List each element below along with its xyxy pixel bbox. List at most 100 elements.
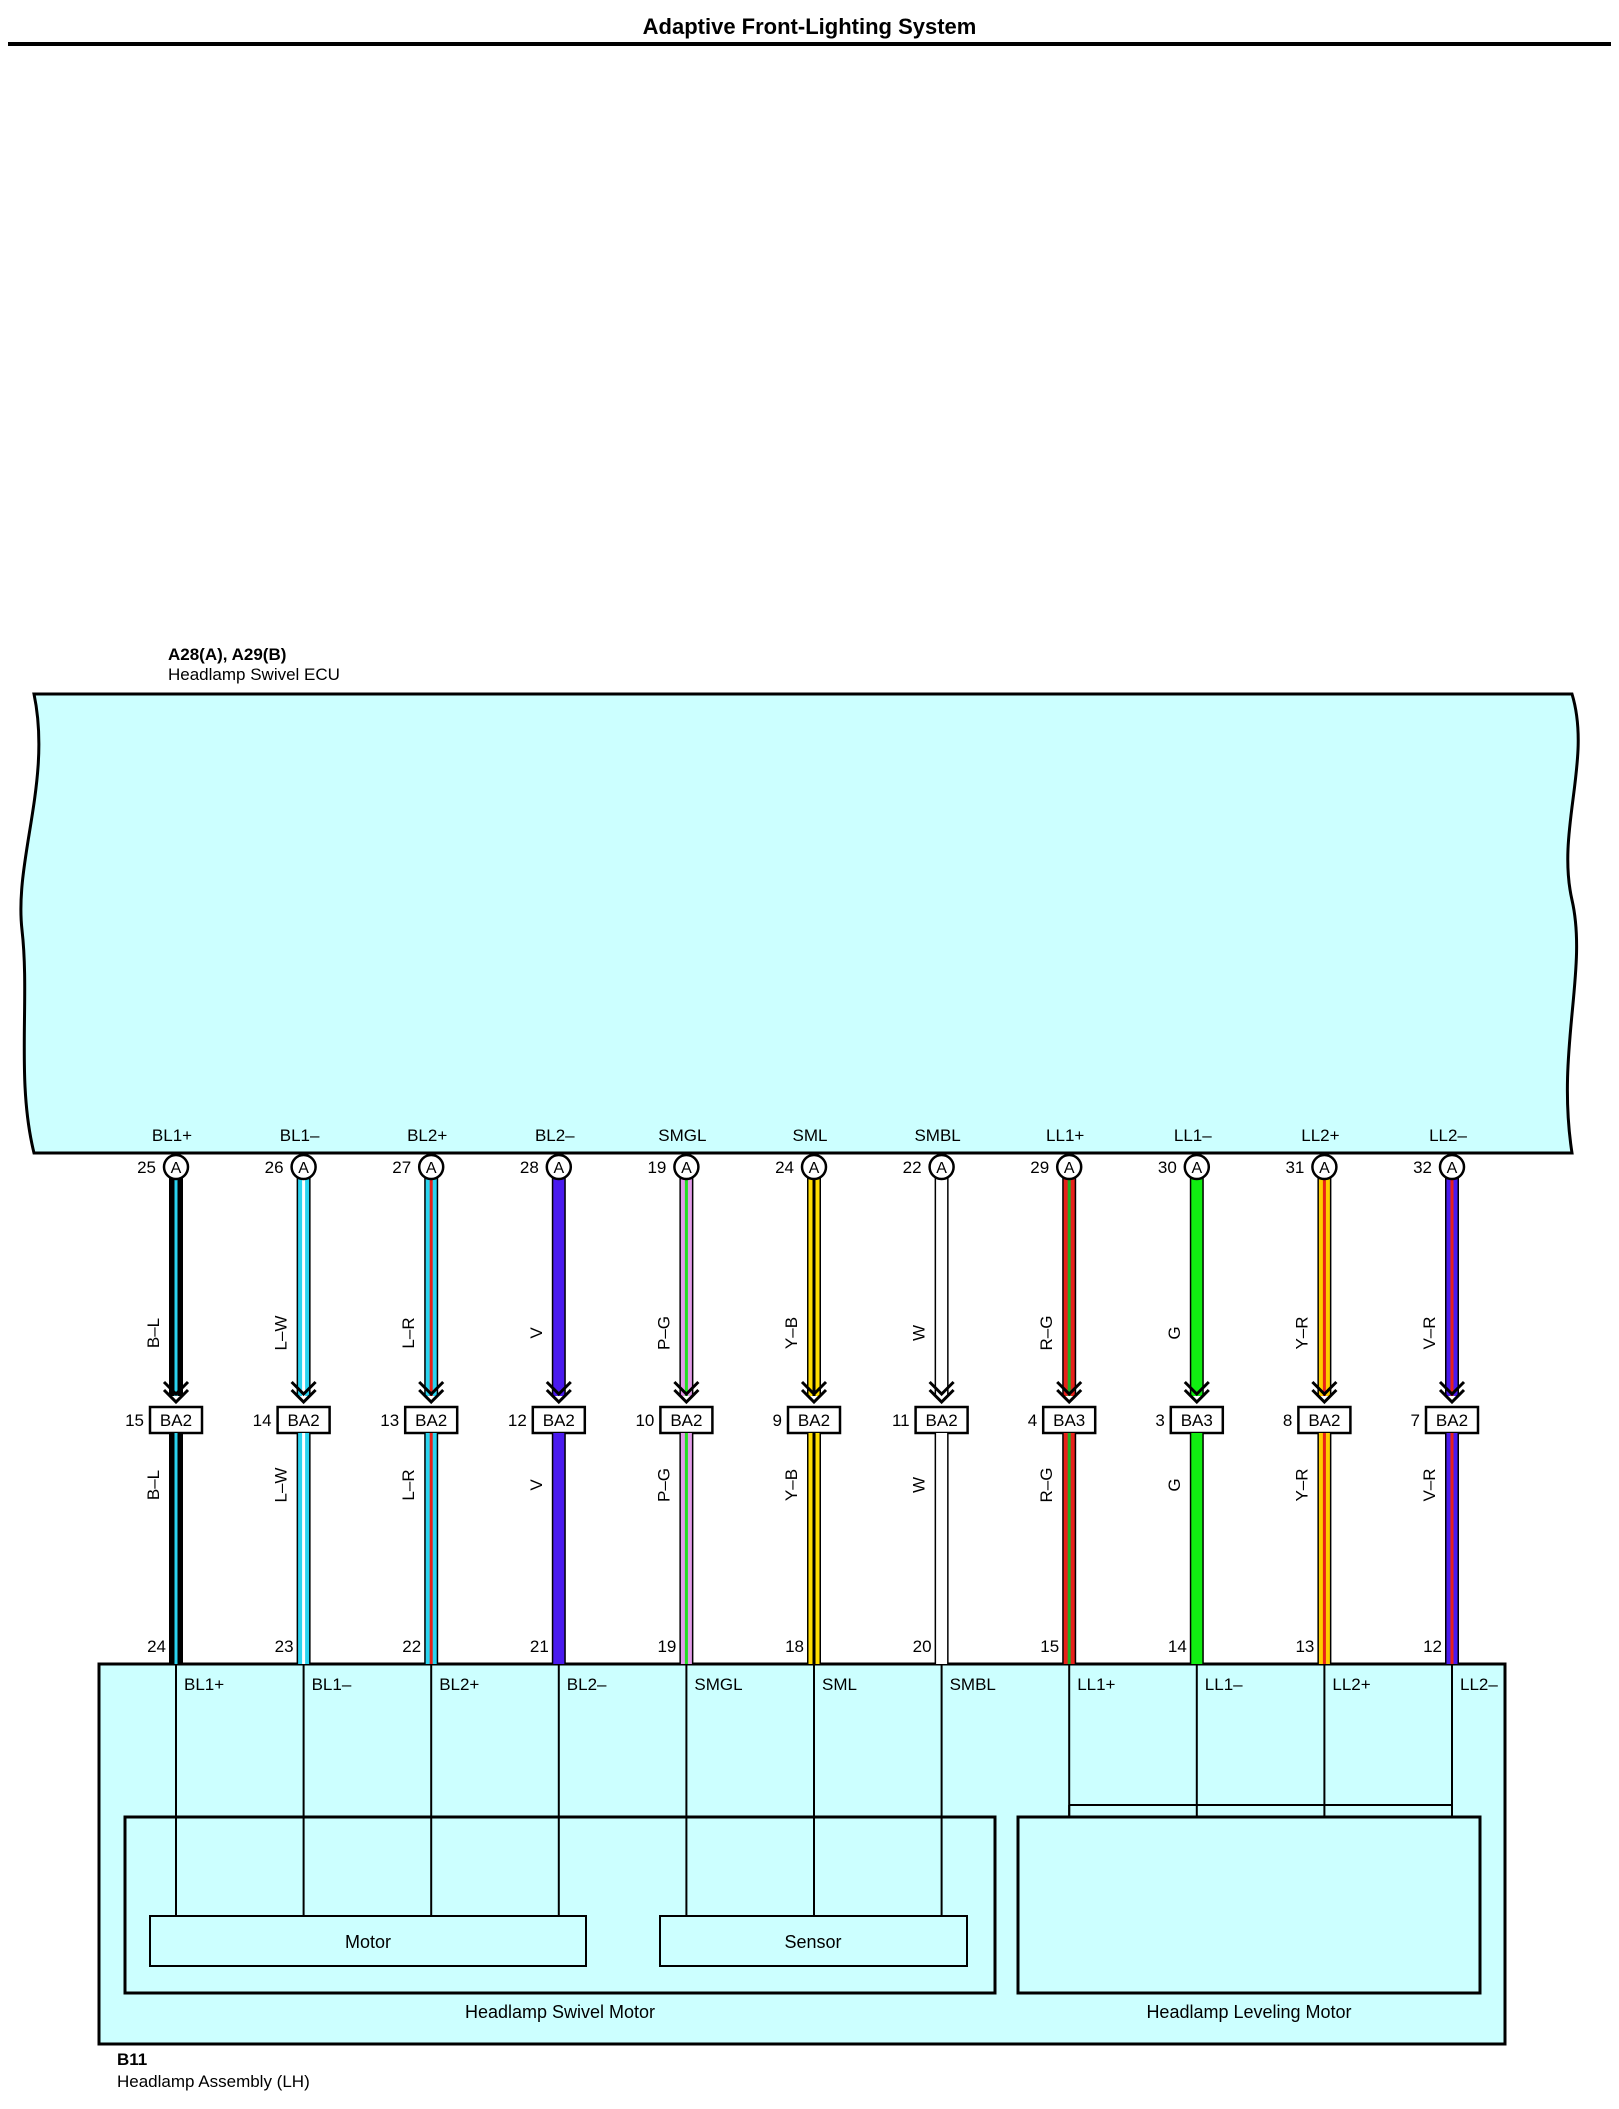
wire-9-lower-segment	[1189, 1433, 1204, 1664]
wire-10-lower-wire-code: Y–R	[1292, 1468, 1311, 1501]
wire-1-upper-segment-stripe	[174, 1177, 178, 1396]
wire-1-upper-segment	[169, 1177, 183, 1396]
wire-2-connector-letter: A	[298, 1160, 309, 1177]
wire-6-ecu-connector-circle	[800, 1153, 828, 1181]
wire-10-upper-segment-stripe	[1322, 1177, 1326, 1396]
sensor-label: Sensor	[784, 1932, 841, 1952]
wire-5-lower-segment-stripe	[684, 1433, 688, 1664]
wire-2-lower-wire-code: L–W	[272, 1468, 291, 1503]
wire-8-ecu-connector-circle	[1055, 1153, 1083, 1181]
wire-10-connector-chevron	[1311, 1380, 1338, 1405]
wire-9-connector-chevron	[1183, 1380, 1210, 1405]
wire-5-ecu-connector-circle	[673, 1153, 700, 1181]
wire-2-upper-segment-stripe	[302, 1177, 306, 1396]
wire-2-upper-segment	[296, 1177, 311, 1396]
wire-8-lower-wire-code: R–G	[1037, 1468, 1056, 1503]
wire-3-ecu-signal-label: BL2+	[407, 1126, 447, 1145]
wire-8-assembly-signal-label: LL1+	[1077, 1675, 1115, 1694]
wire-11-ecu-connector-circle	[1438, 1153, 1466, 1181]
wire-11-upper-segment-stripe	[1450, 1177, 1454, 1396]
wire-10-assembly-signal-label: LL2+	[1332, 1675, 1370, 1694]
wire-10-ecu-connector-circle	[1311, 1153, 1338, 1181]
wire-7-ecu-connector-circle	[928, 1153, 955, 1181]
wire-9-junction-pin: 3	[1155, 1411, 1164, 1430]
wire-3-assembly-signal-label: BL2+	[439, 1675, 479, 1694]
wire-1-upper-wire-code: B–L	[144, 1318, 163, 1348]
wire-11-upper-segment	[1445, 1177, 1459, 1396]
swivel-motor-label: Headlamp Swivel Motor	[465, 2002, 655, 2022]
wire-4-junction-label: BA2	[543, 1411, 575, 1430]
wire-11-connector-chevron	[1438, 1380, 1466, 1405]
wire-5-junction-pin: 10	[635, 1411, 654, 1430]
wire-9-upper-segment-fill	[1191, 1177, 1203, 1396]
wire-4-lower-segment-fill	[553, 1433, 565, 1664]
ecu-name: Headlamp Swivel ECU	[168, 665, 340, 684]
wire-3-connector-chevron	[418, 1380, 445, 1405]
wire-2-load-pin: 23	[275, 1637, 294, 1656]
wire-7-lower-segment-fill	[936, 1433, 948, 1664]
wire-10-connector-letter: A	[1319, 1160, 1330, 1177]
wire-11-upper-wire-code: V–R	[1420, 1316, 1439, 1349]
wire-6-connector-letter: A	[809, 1160, 820, 1177]
wire-5-junction-label: BA2	[670, 1411, 702, 1430]
wire-11-junction-pin: 7	[1411, 1411, 1420, 1430]
wire-4-assembly-signal-label: BL2–	[567, 1675, 607, 1694]
wire-11-lower-segment-stripe	[1450, 1433, 1454, 1664]
wire-7-junction-box	[914, 1405, 969, 1435]
wire-6-ecu-signal-label: SML	[793, 1126, 828, 1145]
page-title: Adaptive Front-Lighting System	[642, 14, 977, 39]
wire-10-junction-box	[1297, 1405, 1352, 1435]
wire-4-load-pin: 21	[530, 1637, 549, 1656]
wire-8-ecu-signal-label: LL1+	[1046, 1126, 1084, 1145]
wire-2-ecu-signal-label: BL1–	[280, 1126, 320, 1145]
wire-5-lower-segment	[679, 1433, 694, 1664]
wire-4-ecu-pin: 28	[520, 1158, 539, 1177]
wire-1-assembly-signal-label: BL1+	[184, 1675, 224, 1694]
wire-6-lower-wire-code: Y–B	[782, 1469, 801, 1501]
wire-3-load-pin: 22	[402, 1637, 421, 1656]
wire-6-lower-segment-stripe	[812, 1433, 816, 1664]
wire-7-upper-segment-fill	[936, 1177, 948, 1396]
wire-2-assembly-signal-label: BL1–	[312, 1675, 352, 1694]
wire-6-junction-label: BA2	[798, 1411, 830, 1430]
motor-box	[149, 1915, 587, 1967]
wire-4-junction-pin: 12	[508, 1411, 527, 1430]
wire-10-lower-segment-stripe	[1322, 1433, 1326, 1664]
wire-5-ecu-signal-label: SMGL	[658, 1126, 706, 1145]
wire-1-lower-wire-code: B–L	[144, 1470, 163, 1500]
wire-6-junction-box	[786, 1405, 842, 1435]
wire-2-ecu-pin: 26	[265, 1158, 284, 1177]
wire-11-lower-segment	[1445, 1433, 1459, 1664]
wire-4-upper-segment-fill	[553, 1177, 565, 1396]
wire-2-ecu-connector-circle	[290, 1153, 317, 1181]
wire-1-junction-label: BA2	[160, 1411, 192, 1430]
wire-9-ecu-connector-circle	[1183, 1153, 1211, 1181]
headlamp-swivel-ecu-box	[19, 692, 1580, 1155]
wire-1-lower-segment-stripe	[174, 1433, 178, 1664]
wire-9-junction-box	[1169, 1405, 1225, 1435]
wire-5-connector-chevron	[673, 1380, 700, 1405]
motor-label: Motor	[345, 1932, 391, 1952]
wire-9-assembly-signal-label: LL1–	[1205, 1675, 1243, 1694]
wire-1-ecu-connector-circle	[162, 1153, 190, 1181]
wire-2-junction-pin: 14	[253, 1411, 272, 1430]
headlamp-assembly-box	[97, 1662, 1507, 2046]
wire-3-connector-letter: A	[426, 1160, 437, 1177]
swivel-motor-box	[123, 1815, 997, 1995]
wire-5-load-pin: 19	[657, 1637, 676, 1656]
wire-8-upper-wire-code: R–G	[1037, 1316, 1056, 1351]
wire-3-upper-segment-stripe	[429, 1177, 433, 1396]
wire-3-lower-segment-stripe	[429, 1433, 433, 1664]
wire-5-ecu-pin: 19	[647, 1158, 666, 1177]
wire-7-upper-wire-code: W	[910, 1325, 929, 1341]
wire-11-connector-letter: A	[1447, 1160, 1458, 1177]
wire-7-junction-label: BA2	[926, 1411, 958, 1430]
assembly-code: B11	[117, 2050, 147, 2069]
wire-9-load-pin: 14	[1168, 1637, 1187, 1656]
assembly-name: Headlamp Assembly (LH)	[117, 2072, 310, 2091]
wire-3-lower-segment	[424, 1433, 439, 1664]
wire-1-load-pin: 24	[147, 1637, 166, 1656]
wire-11-lower-wire-code: V–R	[1420, 1468, 1439, 1501]
wire-3-junction-label: BA2	[415, 1411, 447, 1430]
